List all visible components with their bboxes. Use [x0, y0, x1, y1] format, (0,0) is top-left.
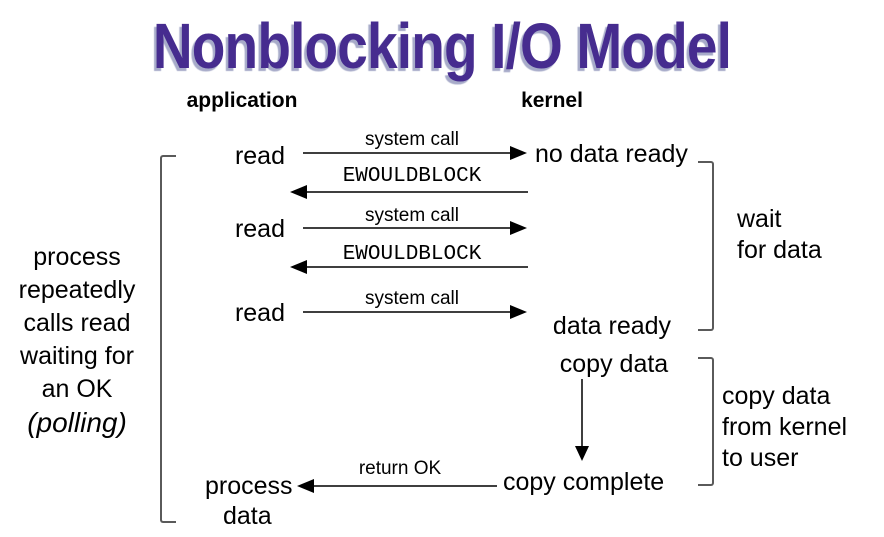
- left-brace: [160, 155, 176, 523]
- arrowhead-left-icon: [290, 185, 307, 199]
- system-call-label-3: system call: [365, 288, 459, 309]
- annotation-line: copy data: [722, 382, 831, 410]
- process-label: process: [205, 472, 293, 500]
- copy-complete-label: copy complete: [503, 468, 665, 496]
- arrowhead-down-icon: [575, 446, 589, 461]
- read-call-3: read: [234, 299, 285, 327]
- polling-label: (polling): [27, 407, 127, 438]
- ewouldblock-label-1: EWOULDBLOCK: [342, 165, 482, 188]
- annotation-line: wait: [737, 205, 782, 233]
- process-data-label: data: [223, 502, 272, 530]
- read-call-1: read: [234, 142, 285, 170]
- arrowhead-right-icon: [510, 305, 527, 319]
- left-annotation: process repeatedly calls read waiting fo…: [3, 241, 151, 439]
- ewouldblock-arrow-1: [306, 191, 528, 193]
- left-annotation-line: waiting for: [20, 342, 134, 370]
- left-annotation-line: repeatedly: [18, 276, 136, 304]
- ewouldblock-arrow-2: [306, 266, 528, 268]
- no-data-ready-label: no data ready: [535, 140, 688, 168]
- syscall-arrow-2: [303, 227, 511, 229]
- return-ok-arrow: [313, 485, 497, 487]
- annotation-line: to user: [722, 444, 799, 472]
- annotation-line: for data: [737, 236, 822, 264]
- copy-data-label: copy data: [559, 350, 669, 378]
- annotation-line: from kernel: [722, 413, 848, 441]
- system-call-label-2: system call: [365, 205, 459, 226]
- left-annotation-line: an OK: [41, 375, 113, 403]
- left-annotation-line: calls read: [23, 309, 131, 337]
- system-call-label-1: system call: [365, 129, 459, 150]
- arrowhead-left-icon: [297, 479, 314, 493]
- left-annotation-line: process: [33, 243, 121, 271]
- arrowhead-right-icon: [510, 146, 527, 160]
- wait-for-data-brace: [698, 161, 714, 331]
- copy-data-brace: [698, 357, 714, 486]
- return-ok-label: return OK: [358, 458, 442, 479]
- syscall-arrow-1: [303, 152, 511, 154]
- data-ready-label: data ready: [552, 312, 672, 340]
- syscall-arrow-3: [303, 311, 511, 313]
- column-header-kernel: kernel: [521, 89, 583, 112]
- wait-for-data-annotation: wait for data: [737, 204, 822, 266]
- copy-data-annotation: copy data from kernel to user: [722, 381, 847, 474]
- diagram-title: Nonblocking I/O Model: [152, 10, 732, 82]
- copy-progress-arrow: [581, 379, 583, 447]
- column-header-application: application: [186, 89, 298, 112]
- ewouldblock-label-2: EWOULDBLOCK: [342, 243, 482, 266]
- arrowhead-left-icon: [290, 260, 307, 274]
- arrowhead-right-icon: [510, 221, 527, 235]
- read-call-2: read: [234, 215, 285, 243]
